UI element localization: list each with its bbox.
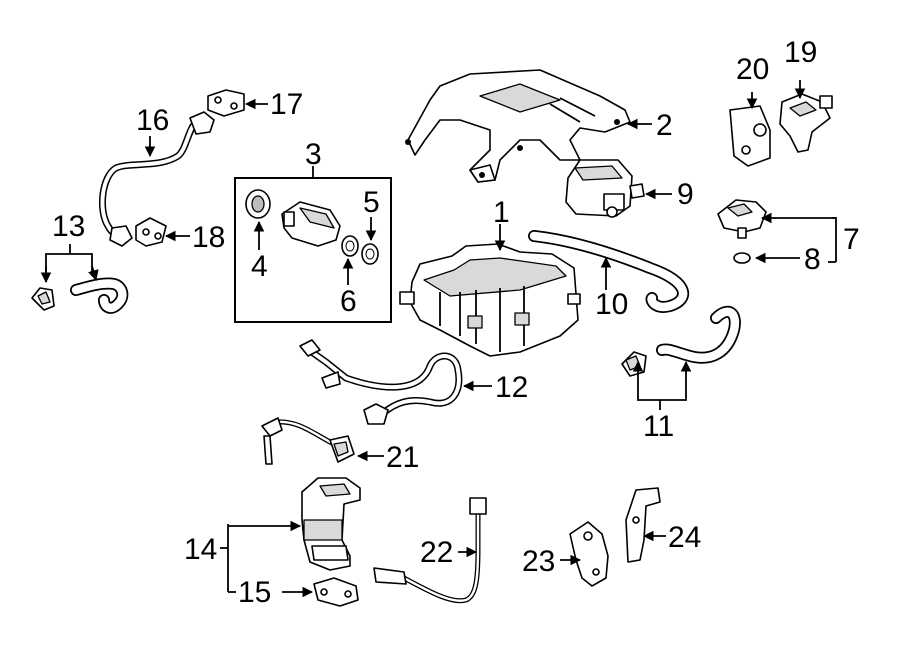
egr-pipe xyxy=(99,111,215,247)
o2-sensor-22 xyxy=(373,497,487,604)
callout-21: 21 xyxy=(386,441,419,474)
purge-line xyxy=(299,339,463,425)
evap-canister xyxy=(399,243,581,357)
egr-gasket xyxy=(313,577,359,607)
callout-16: 16 xyxy=(136,104,169,137)
gasket-18 xyxy=(135,217,167,247)
vacuum-sensor xyxy=(779,93,833,153)
callout-18: 18 xyxy=(192,221,225,254)
callout-6: 6 xyxy=(340,285,357,318)
egr-valve xyxy=(301,477,361,571)
callout-1: 1 xyxy=(493,196,510,229)
callout-22: 22 xyxy=(420,536,453,569)
valve-body xyxy=(281,201,341,247)
callout-24: 24 xyxy=(668,521,701,554)
callout-7: 7 xyxy=(843,223,860,256)
canister-bracket xyxy=(405,69,631,183)
o-ring-6 xyxy=(341,235,359,257)
callout-labels: 1 2 3 4 5 6 7 8 9 10 11 12 13 14 15 16 1… xyxy=(52,36,860,609)
bracket-23 xyxy=(569,521,609,587)
callout-2: 2 xyxy=(656,109,673,142)
callout-23: 23 xyxy=(522,545,555,578)
seal-5 xyxy=(361,243,379,265)
vent-valve xyxy=(565,159,645,218)
pcv-hose xyxy=(31,277,129,314)
purge-solenoid xyxy=(717,199,767,239)
callout-4: 4 xyxy=(251,250,268,283)
seal-4 xyxy=(245,189,271,219)
callout-17: 17 xyxy=(270,88,303,121)
callout-19: 19 xyxy=(784,36,817,69)
sensor-bracket xyxy=(729,105,771,167)
leader-lines xyxy=(40,80,837,598)
callout-8: 8 xyxy=(804,243,821,276)
callout-10: 10 xyxy=(595,288,628,321)
callout-15: 15 xyxy=(238,576,271,609)
callout-5: 5 xyxy=(363,186,380,219)
vent-hose xyxy=(621,305,741,377)
purge-hose xyxy=(528,230,690,313)
callout-9: 9 xyxy=(677,178,694,211)
o2-sensor-21 xyxy=(261,417,355,465)
callout-12: 12 xyxy=(495,371,528,404)
callout-3: 3 xyxy=(305,138,322,171)
bracket-24 xyxy=(625,487,661,563)
callout-13: 13 xyxy=(52,210,85,243)
callout-11: 11 xyxy=(643,410,674,443)
callout-20: 20 xyxy=(736,53,769,86)
callout-14: 14 xyxy=(184,533,217,566)
gasket-17 xyxy=(207,89,245,117)
o-ring xyxy=(733,252,751,264)
